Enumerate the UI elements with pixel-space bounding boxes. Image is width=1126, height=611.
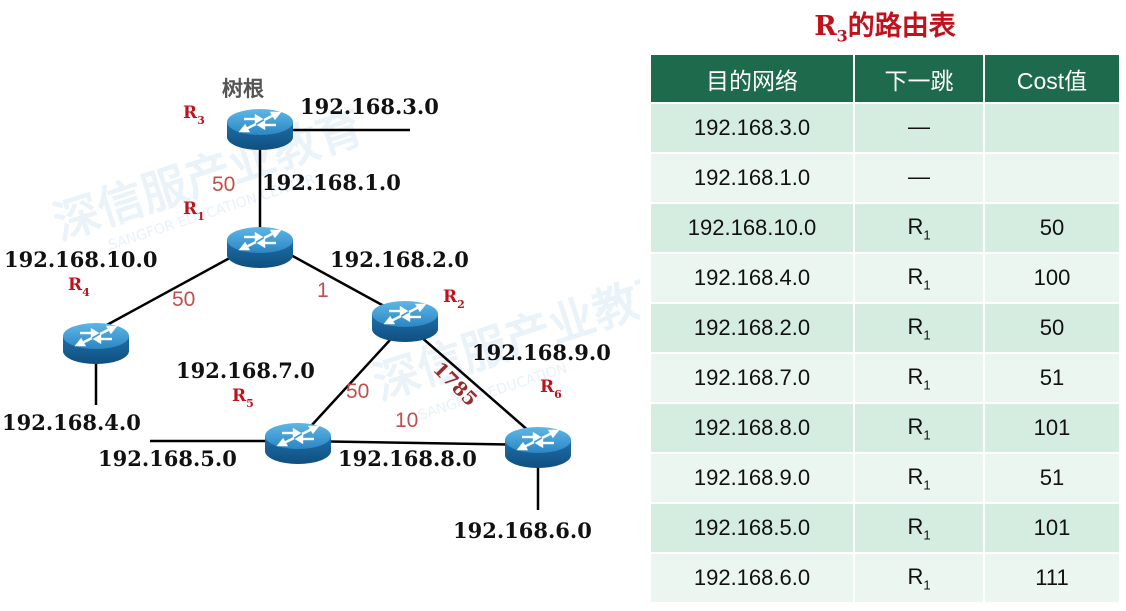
column-header-next-hop: 下一跳 xyxy=(855,55,985,104)
next-hop-subscript: 1 xyxy=(923,477,931,493)
next-hop-label: R xyxy=(907,263,924,289)
cell-cost xyxy=(985,104,1119,154)
router-label-r6: R6 xyxy=(540,377,562,401)
router-label-r5: R5 xyxy=(232,386,254,410)
cell-destination: 192.168.4.0 xyxy=(651,254,855,304)
next-hop-subscript: 1 xyxy=(923,327,931,343)
cell-cost: 51 xyxy=(985,454,1119,504)
column-header-destination: 目的网络 xyxy=(651,55,855,104)
router-r1-icon xyxy=(225,225,295,270)
cell-next-hop: R1 xyxy=(855,404,985,454)
column-header-cost: Cost值 xyxy=(985,55,1119,104)
network-label-192-168-3-0: 192.168.3.0 xyxy=(300,94,439,119)
router-label-r1: R1 xyxy=(183,199,205,223)
cell-destination: 192.168.7.0 xyxy=(651,354,855,404)
link-r1-r2 xyxy=(277,246,396,314)
link-cost-r2-r5: 50 xyxy=(346,380,369,403)
router-label-r4: R4 xyxy=(68,275,90,299)
next-hop-label: R xyxy=(907,313,924,339)
cell-next-hop: R1 xyxy=(855,254,985,304)
cell-destination: 192.168.5.0 xyxy=(651,504,855,554)
next-hop-subscript: 1 xyxy=(923,527,931,543)
next-hop-label: — xyxy=(908,113,930,139)
network-label-192-168-1-0: 192.168.1.0 xyxy=(262,170,401,195)
link-cost-r3-r1: 50 xyxy=(212,173,235,196)
cell-next-hop: R1 xyxy=(855,204,985,254)
network-label-192-168-8-0: 192.168.8.0 xyxy=(338,446,477,471)
router-r2-icon xyxy=(370,299,440,344)
next-hop-label: R xyxy=(907,363,924,389)
cell-cost: 50 xyxy=(985,204,1119,254)
network-label-192-168-9-0: 192.168.9.0 xyxy=(472,340,611,365)
cell-cost: 101 xyxy=(985,504,1119,554)
table-row: 192.168.3.0 — xyxy=(651,104,1119,154)
next-hop-subscript: 1 xyxy=(923,427,931,443)
router-r6-icon xyxy=(503,425,573,470)
router-r5-icon xyxy=(263,421,333,466)
cell-destination: 192.168.1.0 xyxy=(651,154,855,204)
cell-destination: 192.168.8.0 xyxy=(651,404,855,454)
link-r2-r6 xyxy=(419,335,531,433)
cell-next-hop: R1 xyxy=(855,304,985,354)
next-hop-label: R xyxy=(907,213,924,239)
routing-table: 目的网络 下一跳 Cost值 192.168.3.0—192.168.1.0—1… xyxy=(651,55,1119,604)
routing-table-title: R3的路由表 xyxy=(814,11,956,46)
link-cost-r1-r4: 50 xyxy=(172,288,195,311)
network-label-192-168-4-0: 192.168.4.0 xyxy=(2,410,141,435)
cell-next-hop: R1 xyxy=(855,354,985,404)
next-hop-subscript: 1 xyxy=(923,277,931,293)
router-r3-icon xyxy=(225,107,295,152)
network-label-192-168-2-0: 192.168.2.0 xyxy=(330,247,469,272)
cell-next-hop: R1 xyxy=(855,454,985,504)
cell-cost: 100 xyxy=(985,254,1119,304)
cell-destination: 192.168.2.0 xyxy=(651,304,855,354)
link-r2-r5 xyxy=(299,339,391,439)
cell-next-hop: — xyxy=(855,104,985,154)
table-header-row: 目的网络 下一跳 Cost值 xyxy=(651,55,1119,104)
next-hop-subscript: 1 xyxy=(923,577,931,593)
next-hop-subscript: 1 xyxy=(923,227,931,243)
cell-next-hop: R1 xyxy=(855,504,985,554)
link-r5-r6 xyxy=(299,439,539,447)
network-label-192-168-10-0: 192.168.10.0 xyxy=(4,247,157,272)
next-hop-label: R xyxy=(907,463,924,489)
cell-destination: 192.168.6.0 xyxy=(651,554,855,604)
next-hop-label: R xyxy=(907,563,924,589)
cell-next-hop: — xyxy=(855,154,985,204)
network-topology-diagram: 深信服产业教育 SANGFOR EDUCATION CENTER 深信服产业教育… xyxy=(2,77,640,543)
links xyxy=(94,128,540,510)
next-hop-subscript: 1 xyxy=(923,377,931,393)
router-r4-icon xyxy=(61,321,131,366)
network-label-192-168-7-0: 192.168.7.0 xyxy=(176,358,315,383)
link-cost-r1-r2: 1 xyxy=(317,279,329,302)
cell-cost: 111 xyxy=(985,554,1119,604)
cell-destination: 192.168.10.0 xyxy=(651,204,855,254)
cell-cost: 51 xyxy=(985,354,1119,404)
router-label-r3: R3 xyxy=(183,103,205,127)
network-label-192-168-6-0: 192.168.6.0 xyxy=(453,518,592,543)
cell-cost: 50 xyxy=(985,304,1119,354)
next-hop-label: R xyxy=(907,513,924,539)
next-hop-label: — xyxy=(908,163,930,189)
router-label-r2: R2 xyxy=(443,287,465,311)
link-cost-r5-r6: 10 xyxy=(395,409,418,432)
cell-destination: 192.168.3.0 xyxy=(651,104,855,154)
table-row: 192.168.1.0 — xyxy=(651,154,1119,204)
cell-next-hop: R1 xyxy=(855,554,985,604)
root-label: 树根 xyxy=(222,77,264,101)
cell-cost xyxy=(985,154,1119,204)
cell-destination: 192.168.9.0 xyxy=(651,454,855,504)
network-label-192-168-5-0: 192.168.5.0 xyxy=(98,446,237,471)
link-r1-r4 xyxy=(104,246,249,328)
cell-cost: 101 xyxy=(985,404,1119,454)
next-hop-label: R xyxy=(907,413,924,439)
